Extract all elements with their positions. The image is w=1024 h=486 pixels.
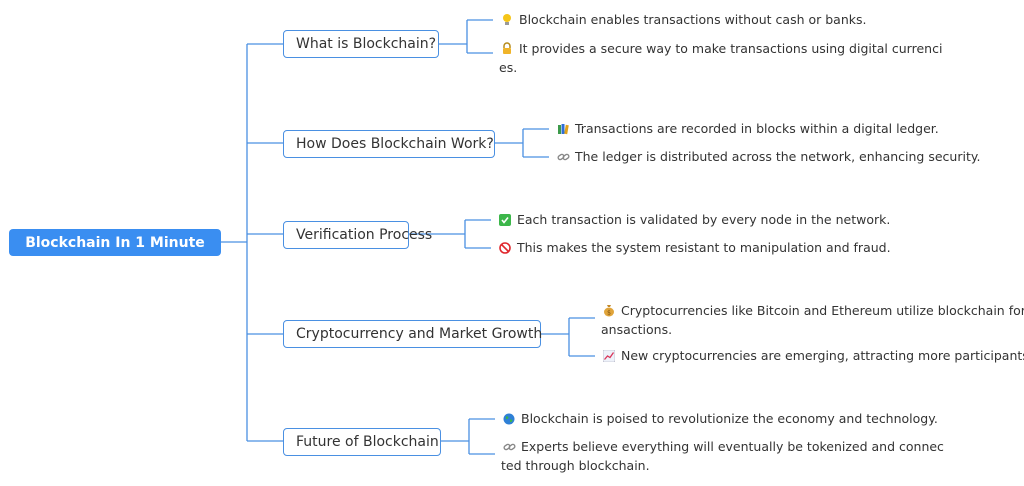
- branch-label: Future of Blockchain: [296, 434, 439, 450]
- branch-label: Cryptocurrency and Market Growth: [296, 326, 543, 342]
- branch-label: What is Blockchain?: [296, 36, 437, 52]
- branch-label: Verification Process: [296, 227, 433, 243]
- money-bag-icon: $: [601, 303, 617, 321]
- leaf-item: The ledger is distributed across the net…: [555, 148, 980, 167]
- root-node[interactable]: Blockchain In 1 Minute: [9, 229, 221, 256]
- leaf-item: Each transaction is validated by every n…: [497, 211, 890, 230]
- leaf-item: This makes the system resistant to manip…: [497, 239, 891, 258]
- branch-label: How Does Blockchain Work?: [296, 136, 494, 152]
- leaf-item: It provides a secure way to make transac…: [499, 40, 942, 77]
- leaf-item: Blockchain is poised to revolutionize th…: [501, 410, 938, 429]
- chart-up-icon: [601, 348, 617, 366]
- branch-what-is-blockchain[interactable]: What is Blockchain?: [283, 30, 439, 58]
- svg-text:$: $: [607, 310, 611, 317]
- leaf-text: Each transaction is validated by every n…: [517, 212, 891, 227]
- branch-verification-process[interactable]: Verification Process: [283, 221, 432, 249]
- leaf-item: Transactions are recorded in blocks with…: [555, 120, 939, 139]
- leaf-text: Blockchain enables transactions without …: [519, 12, 867, 27]
- prohibited-icon: [497, 240, 513, 258]
- leaf-text: Blockchain is poised to revolutionize th…: [521, 411, 938, 426]
- leaf-text: Cryptocurrencies like Bitcoin and Ethere…: [621, 303, 1024, 318]
- check-box-icon: [497, 212, 513, 230]
- leaf-text: Experts believe everything will eventual…: [521, 439, 944, 454]
- leaf-text: New cryptocurrencies are emerging, attra…: [621, 348, 1024, 363]
- root-label: Blockchain In 1 Minute: [25, 234, 205, 251]
- leaf-text-continued: ted through blockchain.: [501, 458, 650, 473]
- leaf-text: It provides a secure way to make transac…: [519, 41, 943, 56]
- link-icon: [501, 439, 517, 457]
- leaf-text-continued: ansactions.: [601, 322, 673, 337]
- leaf-item: $ Cryptocurrencies like Bitcoin and Ethe…: [601, 302, 1024, 339]
- globe-icon: [501, 411, 517, 429]
- lock-icon: [499, 41, 515, 59]
- leaf-text: The ledger is distributed across the net…: [575, 149, 981, 164]
- branch-future-of-blockchain[interactable]: Future of Blockchain: [283, 428, 441, 456]
- leaf-item: Experts believe everything will eventual…: [501, 438, 944, 475]
- books-icon: [555, 121, 571, 139]
- leaf-text: Transactions are recorded in blocks with…: [575, 121, 939, 136]
- leaf-item: New cryptocurrencies are emerging, attra…: [601, 347, 1024, 366]
- leaf-text: This makes the system resistant to manip…: [517, 240, 891, 255]
- leaf-item: Blockchain enables transactions without …: [499, 11, 867, 30]
- lightbulb-icon: [499, 12, 515, 30]
- branch-how-does-blockchain-work[interactable]: How Does Blockchain Work?: [283, 130, 495, 158]
- link-icon: [555, 149, 571, 167]
- branch-cryptocurrency-market-growth[interactable]: Cryptocurrency and Market Growth: [283, 320, 543, 348]
- leaf-text-continued: es.: [499, 60, 518, 75]
